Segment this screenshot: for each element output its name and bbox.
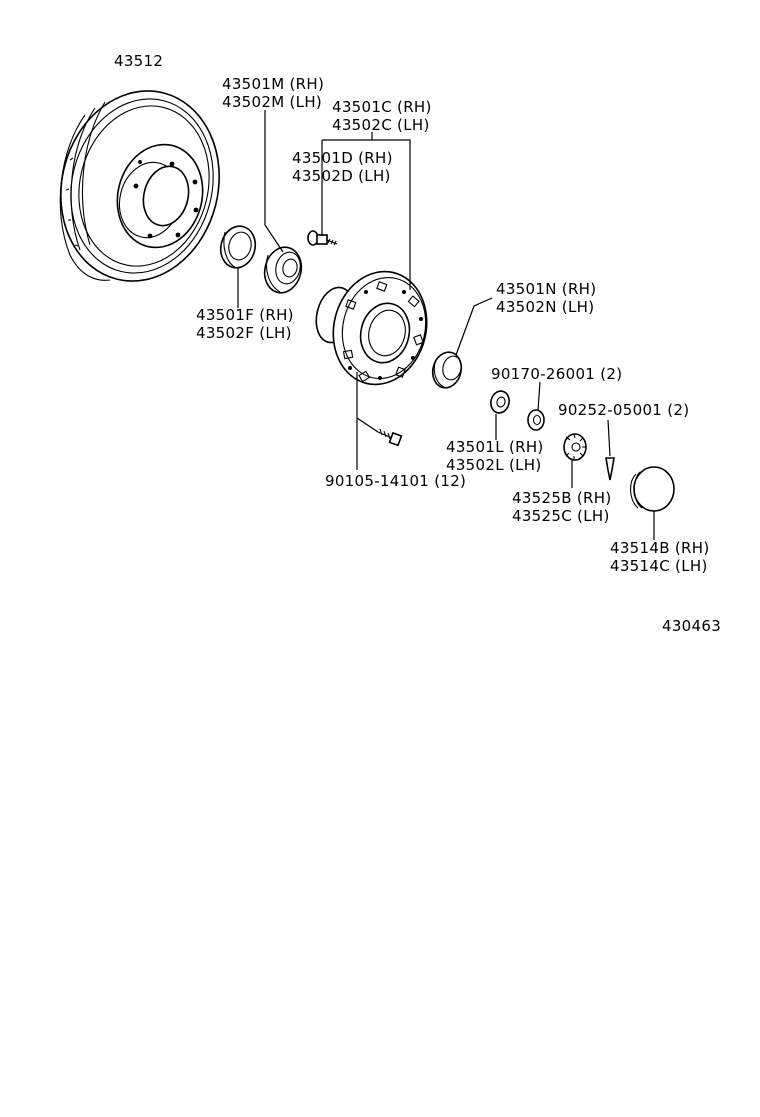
label-oil-seal-lh: 43502F (LH)	[196, 324, 292, 342]
label-washer-l-lh: 43502L (LH)	[446, 456, 541, 474]
hub-bolt	[307, 230, 338, 246]
label-washer-nut: 90170-26001 (2)	[491, 365, 622, 383]
label-oil-seal-rh: 43501F (RH)	[196, 306, 294, 324]
leader-lines	[237, 110, 655, 540]
label-grease-cap-lh: 43514C (LH)	[610, 557, 708, 575]
label-hub-rh: 43501C (RH)	[332, 98, 432, 116]
figure-number: 430463	[662, 617, 721, 635]
callout-labels: 43512 43501M (RH) 43502M (LH) 43501C (RH…	[114, 52, 721, 635]
label-bearing-n-lh: 43502N (LH)	[496, 298, 594, 316]
label-rotor: 43512	[114, 52, 163, 70]
label-lock-cap-rh: 43525B (RH)	[512, 489, 611, 507]
label-hub-bolt-lh: 43502D (LH)	[292, 167, 391, 185]
lock-cap	[563, 433, 587, 461]
brake-rotor	[59, 90, 220, 282]
label-hub-lh: 43502C (LH)	[332, 116, 430, 134]
label-hub-bolt-rh: 43501D (RH)	[292, 149, 393, 167]
hub-nut	[527, 409, 545, 431]
wheel-hub	[315, 270, 428, 386]
bearing-n	[431, 351, 463, 389]
label-seal-m-rh: 43501M (RH)	[222, 75, 324, 93]
label-lock-cap-lh: 43525C (LH)	[512, 507, 610, 525]
label-rotor-bolt: 90105-14101 (12)	[325, 472, 466, 490]
label-bearing-n-rh: 43501N (RH)	[496, 280, 596, 298]
oil-seal-f	[219, 225, 257, 269]
label-cotter-pin: 90252-05001 (2)	[558, 401, 689, 419]
cotter-pin	[605, 457, 615, 481]
washer-l	[490, 390, 510, 414]
label-washer-l-rh: 43501L (RH)	[446, 438, 544, 456]
rotor-bolt	[377, 428, 403, 447]
bearing-m	[263, 246, 303, 294]
grease-cap	[630, 466, 675, 512]
label-seal-m-lh: 43502M (LH)	[222, 93, 322, 111]
label-grease-cap-rh: 43514B (RH)	[610, 539, 709, 557]
